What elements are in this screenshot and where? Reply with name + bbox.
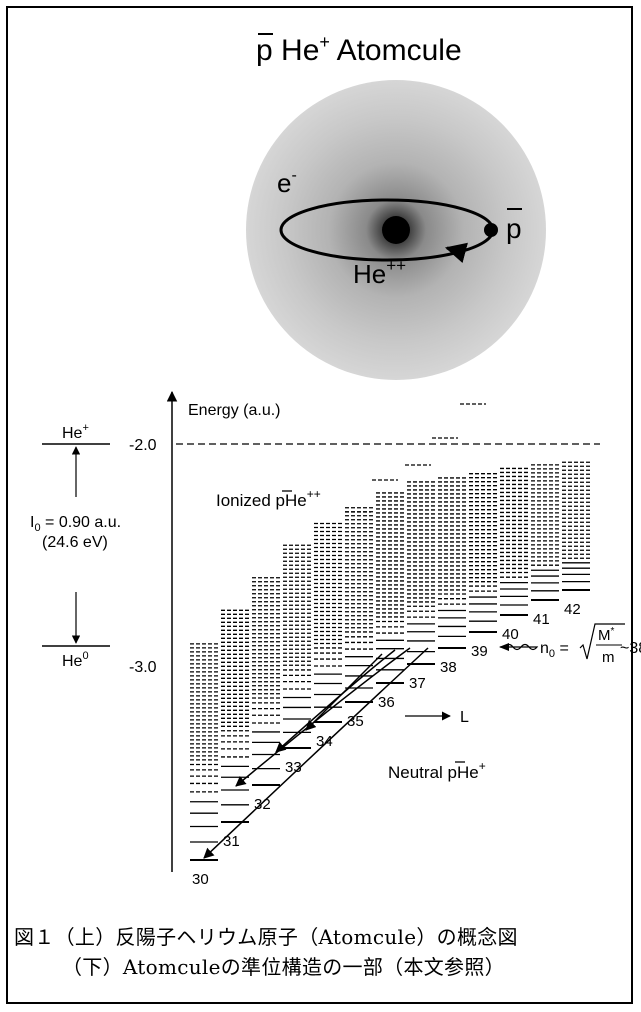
L-label: L	[460, 709, 469, 726]
caption-line-1: 図１（上）反陽子ヘリウム原子（Atomcule）の概念図	[14, 925, 518, 949]
n-label: 36	[378, 694, 395, 711]
n-label: 32	[254, 796, 271, 813]
n-label: 30	[192, 871, 209, 888]
figure-caption: 図１（上）反陽子ヘリウム原子（Atomcule）の概念図 （下）Atomcule…	[14, 922, 634, 982]
electron-label: e-	[277, 167, 297, 198]
neutral-label: Neutral pHe+	[388, 759, 486, 782]
transition-arrow	[305, 653, 383, 731]
he-zero-label: He0	[62, 650, 89, 670]
nucleus-core	[382, 216, 410, 244]
n-label: 39	[471, 643, 488, 660]
n0-M: M*	[598, 626, 615, 644]
tick-label-minus2: -2.0	[129, 437, 157, 454]
transition-arrow	[235, 647, 411, 787]
ionization-energy-ev: (24.6 eV)	[42, 534, 108, 551]
n-label: 40	[502, 626, 519, 643]
orbit-arrow	[444, 242, 468, 264]
n0-formula: n0 =	[540, 640, 569, 660]
n-label: 31	[223, 833, 240, 850]
diagram-title: p He+ Atomcule	[256, 32, 462, 67]
n-label: 37	[409, 675, 426, 692]
level-diagram	[190, 403, 590, 861]
n-label: 41	[533, 611, 550, 628]
n-label: 38	[440, 659, 457, 676]
n0-sqrt	[579, 623, 625, 660]
antiproton-label: p	[506, 213, 522, 244]
title-sup: +	[319, 32, 330, 52]
he-plus-label: He+	[62, 422, 89, 442]
n-label: 35	[347, 713, 364, 730]
n0-approx: ~38	[620, 640, 641, 657]
title-pbar: p	[256, 34, 273, 67]
antiproton-dot	[484, 223, 498, 237]
title-he: He	[273, 34, 320, 67]
n-label: 42	[564, 601, 581, 618]
n0-wavy-arrow	[500, 643, 539, 651]
transition-arrows	[203, 647, 429, 859]
n-labels: 30 31 32 33 34 35 36 37 38 39 40 41 42	[192, 601, 581, 888]
n0-arrowhead	[499, 643, 509, 651]
nucleus-label: He++	[353, 256, 406, 289]
n-label: 34	[316, 733, 333, 750]
n-label: 33	[285, 759, 302, 776]
ionized-label: Ionized pHe++	[216, 487, 321, 510]
transition-arrow	[203, 647, 429, 859]
energy-axis-label: Energy (a.u.)	[188, 402, 280, 419]
caption-line-2: （下）Atomculeの準位構造の一部（本文参照）	[62, 955, 505, 979]
title-atomcule: Atomcule	[330, 34, 462, 67]
tick-label-minus3: -3.0	[129, 659, 157, 676]
ionization-energy-au: I0 = 0.90 a.u.	[30, 514, 121, 534]
n0-m: m	[602, 649, 615, 666]
